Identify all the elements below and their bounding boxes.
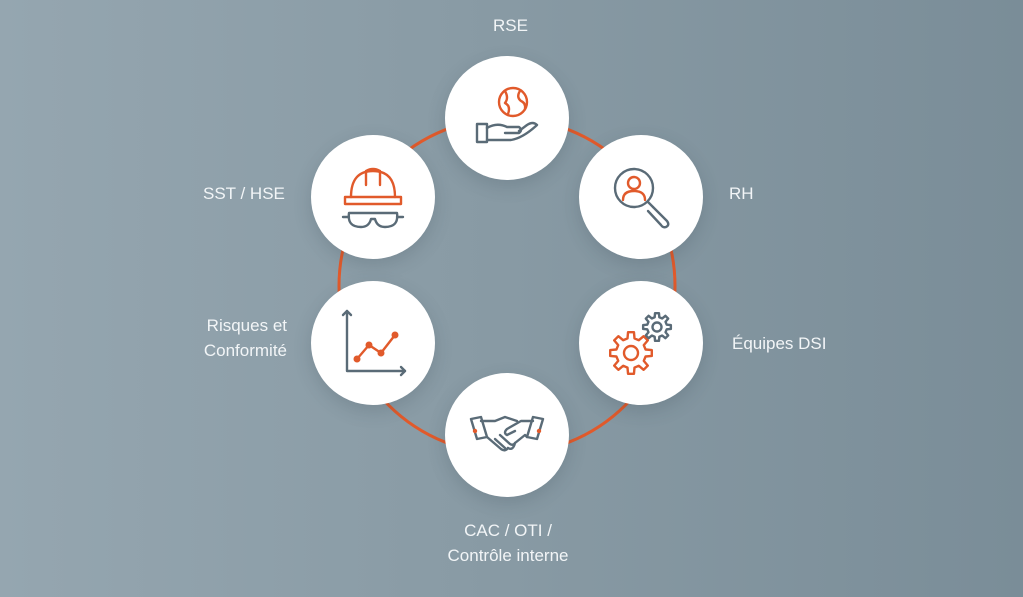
gear-outline — [609, 331, 653, 375]
label-risques: Risques et Conformité — [182, 313, 287, 363]
node-cac — [445, 373, 569, 497]
label-rse: RSE — [493, 13, 528, 38]
node-rh — [579, 135, 703, 259]
globe-hand-icon — [475, 86, 539, 144]
gear-hole — [651, 321, 663, 333]
label-dsi: Équipes DSI — [732, 331, 827, 356]
hard-hat-goggles-icon — [341, 167, 405, 229]
gear-large — [609, 331, 653, 375]
node-dsi — [579, 281, 703, 405]
handshake-icon — [469, 415, 545, 452]
label-line: RSE — [493, 16, 528, 35]
label-line: Équipes DSI — [732, 334, 827, 353]
label-line: Contrôle interne — [447, 546, 569, 565]
label-line: Risques et — [206, 316, 287, 335]
label-line: CAC / OTI / — [464, 521, 552, 540]
gears-icon — [609, 311, 673, 375]
magnifier-person-icon — [613, 167, 670, 229]
gear-hole — [622, 344, 640, 362]
node-rse — [445, 56, 569, 180]
node-risques — [311, 281, 435, 405]
line-chart-icon — [341, 309, 407, 377]
label-rh: RH — [729, 181, 754, 206]
label-sst: SST / HSE — [203, 181, 285, 206]
label-line: RH — [729, 184, 754, 203]
label-line: Conformité — [203, 341, 287, 360]
gear-small — [641, 311, 673, 343]
gear-outline — [641, 311, 673, 343]
node-sst — [311, 135, 435, 259]
label-cac: CAC / OTI / Contrôle interne — [438, 518, 578, 568]
label-line: SST / HSE — [203, 184, 285, 203]
